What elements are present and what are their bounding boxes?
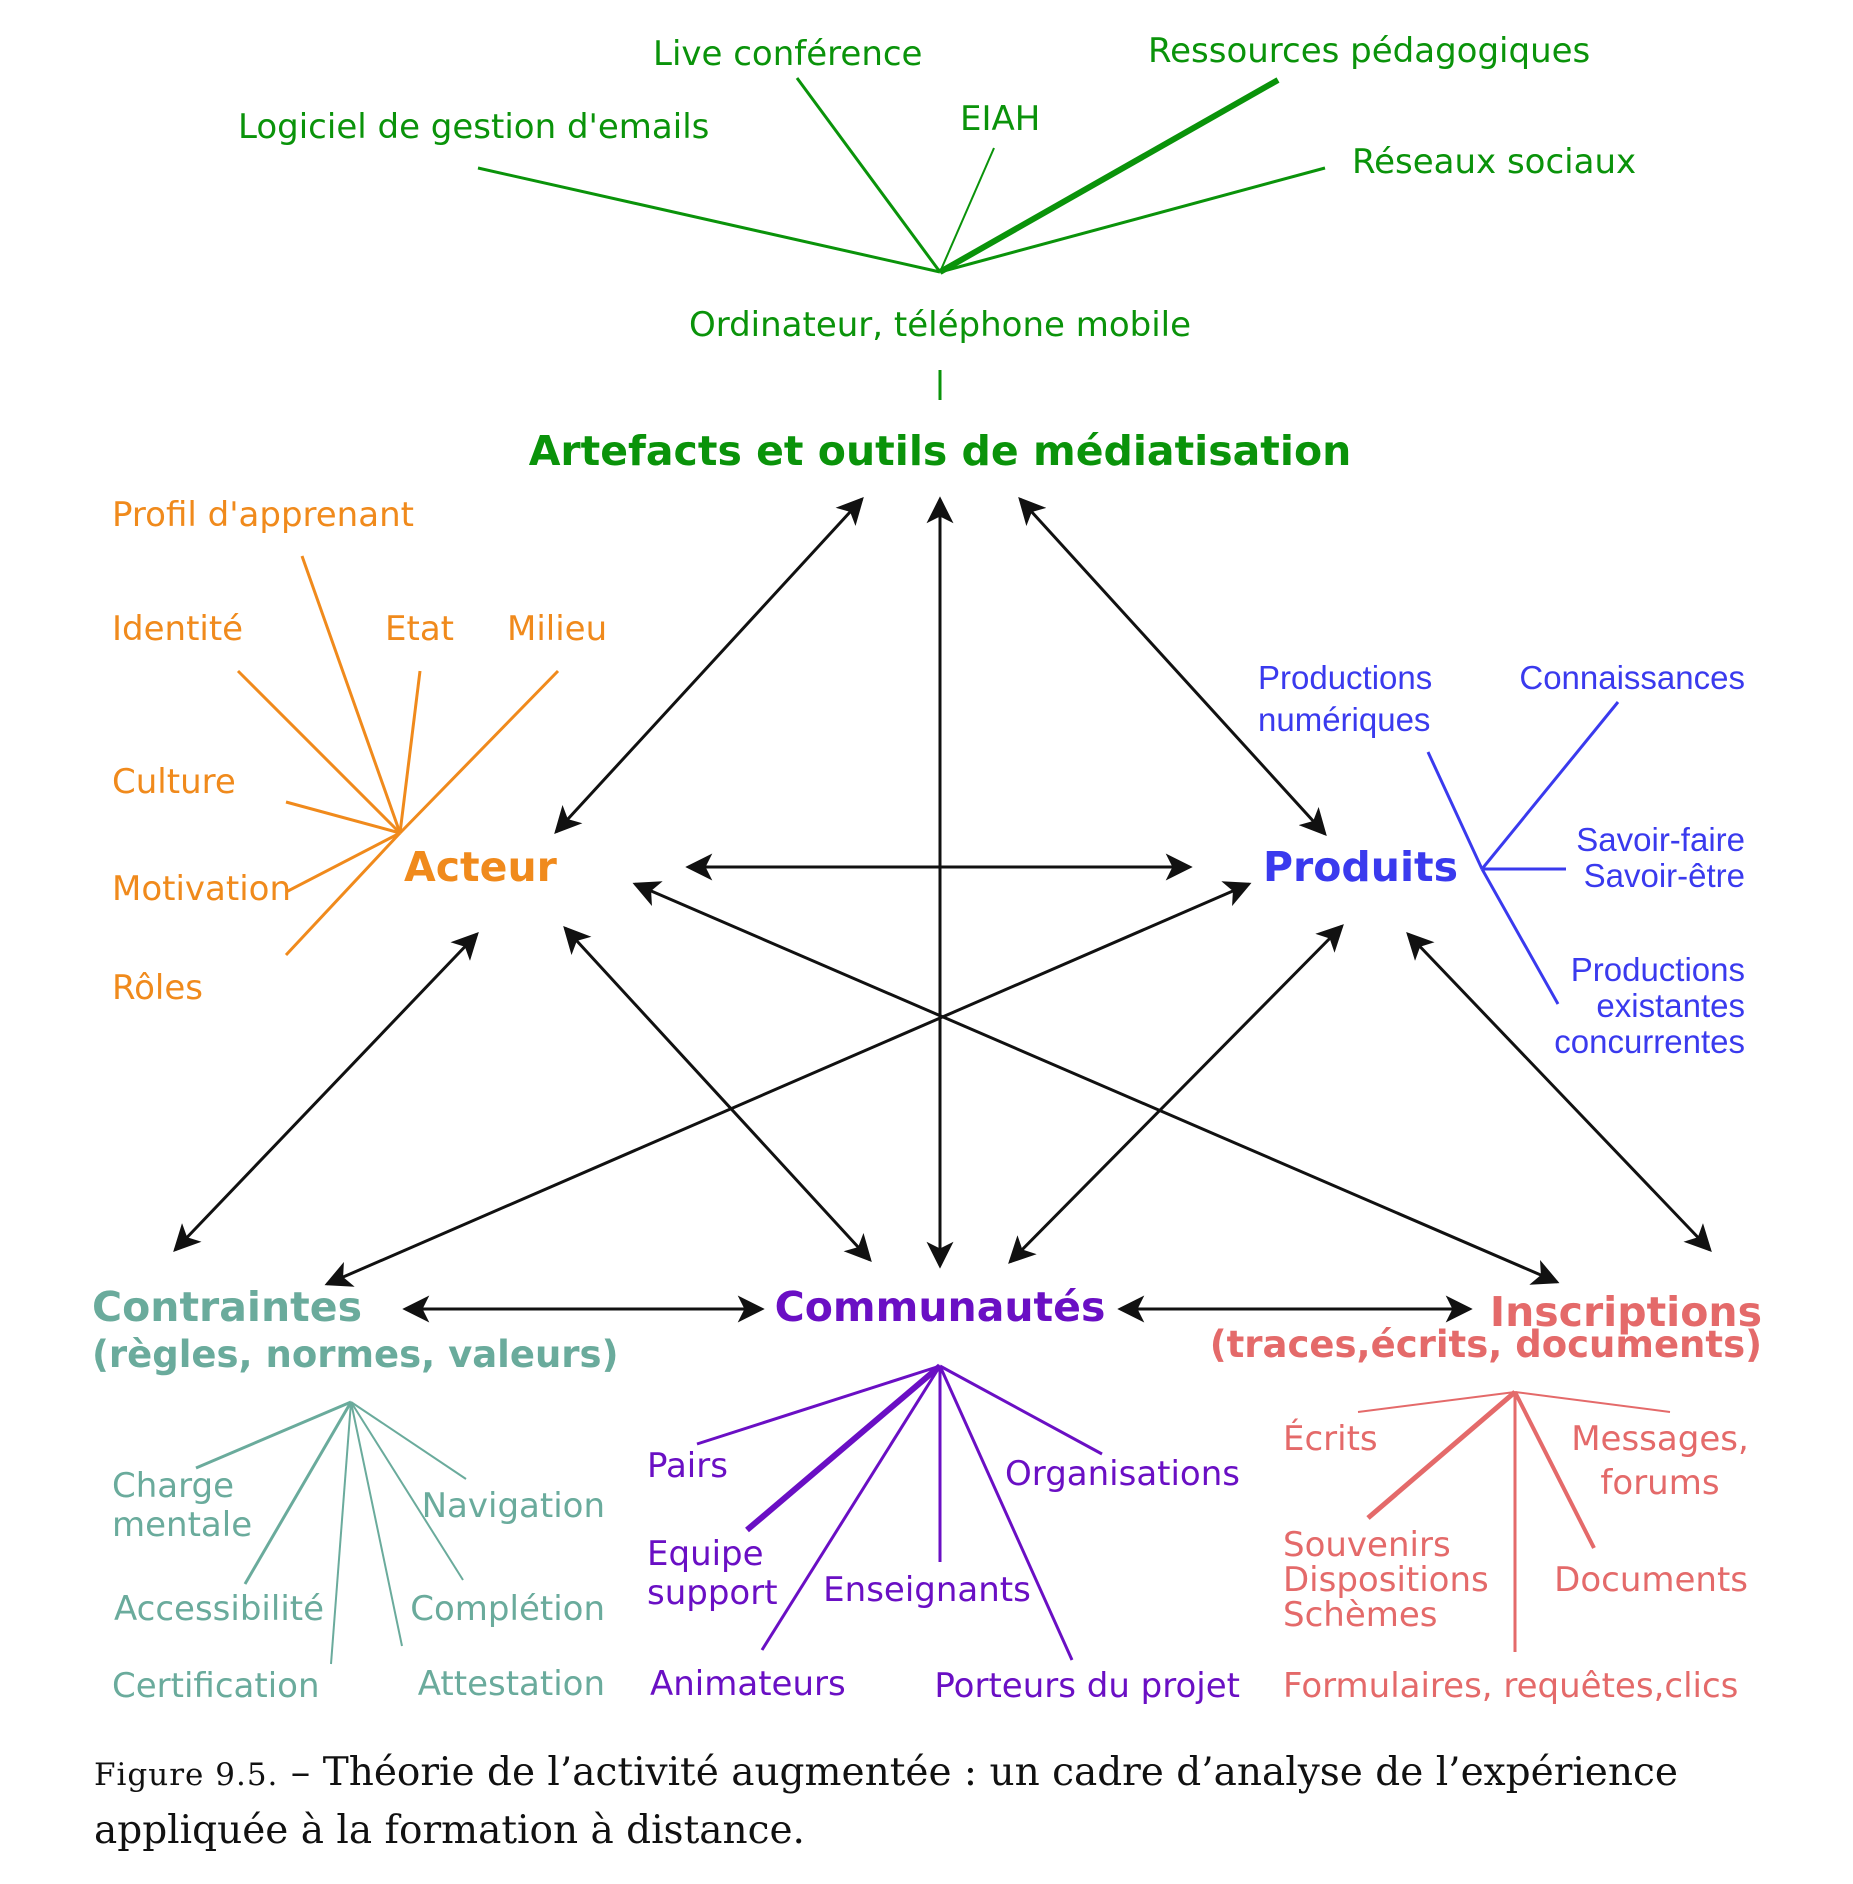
link-completion xyxy=(350,1401,464,1581)
savoir-faire-label: Savoir-faire xyxy=(1576,821,1745,858)
link-attestation xyxy=(350,1401,403,1647)
documents-label: Documents xyxy=(1554,1560,1748,1600)
link-porteurs xyxy=(938,1365,1074,1661)
link-eiah xyxy=(939,147,995,273)
link-connaissances xyxy=(1480,701,1620,870)
motivation-label: Motivation xyxy=(112,869,291,909)
charge-label-2: mentale xyxy=(112,1505,252,1545)
culture-label: Culture xyxy=(112,762,236,802)
node-artefacts: Artefacts et outils de médiatisation xyxy=(529,427,1352,475)
prod-num-label-1: Productions xyxy=(1258,659,1432,696)
link-accessibilite xyxy=(243,1401,353,1585)
completion-label: Complétion xyxy=(410,1589,605,1629)
node-communautes: Communautés xyxy=(775,1283,1106,1331)
arrow-acteur-communautes xyxy=(563,926,872,1262)
device-label: Ordinateur, téléphone mobile xyxy=(689,305,1191,345)
contraintes-group xyxy=(195,1400,467,1665)
charge-label-1: Charge xyxy=(112,1466,234,1506)
attestation-label: Attestation xyxy=(418,1664,605,1704)
link-milieu xyxy=(284,831,402,957)
connaissances-label: Connaissances xyxy=(1519,659,1745,696)
profil-label: Profil d'apprenant xyxy=(112,495,414,535)
link-prod-num xyxy=(1426,751,1484,870)
souvenirs-label: Souvenirs xyxy=(1283,1525,1451,1565)
prod-ex-label-1: Productions xyxy=(1571,951,1745,988)
node-inscriptions: Inscriptions xyxy=(1490,1288,1762,1336)
messages-label-2: forums xyxy=(1600,1463,1719,1503)
link-live xyxy=(795,77,942,273)
porteurs-label: Porteurs du projet xyxy=(934,1666,1240,1706)
certification-label: Certification xyxy=(112,1666,320,1706)
link-ressources xyxy=(938,77,1280,275)
link-charge xyxy=(195,1400,352,1470)
dispositions-label: Dispositions xyxy=(1283,1560,1489,1600)
link-documents xyxy=(1513,1391,1596,1549)
link-etat xyxy=(398,670,422,834)
enseignants-label: Enseignants xyxy=(823,1570,1031,1610)
artefacts-group xyxy=(477,77,1326,400)
milieu-label: Milieu xyxy=(507,609,607,649)
animateurs-label: Animateurs xyxy=(650,1664,846,1704)
link-profil xyxy=(300,555,402,834)
prod-ex-label-2: existantes xyxy=(1596,987,1745,1024)
prod-ex-label-3: concurrentes xyxy=(1554,1023,1745,1060)
figure-caption-line2: appliquée à la formation à distance. xyxy=(94,1808,805,1853)
savoir-etre-label: Savoir-être xyxy=(1584,857,1745,894)
eiah-label: EIAH xyxy=(960,99,1040,139)
identite-label: Identité xyxy=(112,609,243,649)
link-messages xyxy=(1514,1391,1671,1413)
equipe-label-1: Equipe xyxy=(647,1534,764,1574)
link-motivation xyxy=(285,831,401,894)
link-culture xyxy=(285,800,401,835)
link-milieu-upper xyxy=(398,669,560,835)
formulaires-label: Formulaires, requêtes,clics xyxy=(1283,1666,1738,1706)
emails-label: Logiciel de gestion d'emails xyxy=(238,107,709,147)
link-ecrits xyxy=(1357,1391,1516,1413)
node-inscriptions-sub: (traces,écrits, documents) xyxy=(1210,1323,1762,1366)
link-identite xyxy=(236,669,402,835)
messages-label-1: Messages, xyxy=(1571,1419,1749,1459)
live-label: Live conférence xyxy=(653,34,922,74)
link-emails xyxy=(477,166,941,274)
accessibilite-label: Accessibilité xyxy=(114,1589,324,1629)
communautes-group xyxy=(696,1363,1103,1661)
arrow-artefacts-acteur xyxy=(554,497,864,834)
figure-caption-line1: Figure 9.5. – Théorie de l’activité augm… xyxy=(94,1750,1678,1795)
node-contraintes: Contraintes xyxy=(92,1283,362,1331)
roles-label: Rôles xyxy=(112,968,203,1008)
arrow-produits-contraintes xyxy=(324,881,1252,1287)
link-prod-ex xyxy=(1480,868,1560,1005)
figure-label: Figure 9.5. xyxy=(94,1757,278,1793)
arrow-acteur-contraintes xyxy=(173,932,479,1252)
link-souvenirs xyxy=(1366,1390,1517,1520)
link-certification xyxy=(330,1401,352,1665)
node-produits: Produits xyxy=(1263,843,1458,891)
schemes-label: Schèmes xyxy=(1283,1595,1438,1635)
etat-label: Etat xyxy=(385,609,454,649)
link-organisations xyxy=(939,1364,1103,1456)
caption-text-1: – Théorie de l’activité augmentée : un c… xyxy=(278,1750,1678,1795)
organisations-label: Organisations xyxy=(1005,1454,1240,1494)
link-pairs xyxy=(696,1364,941,1446)
node-acteur: Acteur xyxy=(404,843,558,891)
link-animateurs xyxy=(760,1365,942,1651)
equipe-label-2: support xyxy=(647,1573,778,1613)
navigation-label: Navigation xyxy=(422,1486,605,1526)
reseaux-label: Réseaux sociaux xyxy=(1352,142,1636,182)
link-equipe xyxy=(745,1363,942,1533)
ressources-label: Ressources pédagogiques xyxy=(1148,31,1590,71)
link-reseaux xyxy=(939,166,1326,274)
pairs-label: Pairs xyxy=(647,1446,728,1486)
ecrits-label: Écrits xyxy=(1283,1418,1378,1459)
arrow-produits-communautes xyxy=(1008,924,1344,1264)
relation-arrows xyxy=(173,496,1712,1323)
node-contraintes-sub: (règles, normes, valeurs) xyxy=(92,1333,618,1376)
arrow-artefacts-produits xyxy=(1018,497,1327,836)
link-navigation xyxy=(350,1401,467,1480)
prod-num-label-2: numériques xyxy=(1258,701,1430,738)
arrow-produits-inscriptions xyxy=(1406,932,1712,1252)
inscriptions-group xyxy=(1357,1390,1671,1652)
